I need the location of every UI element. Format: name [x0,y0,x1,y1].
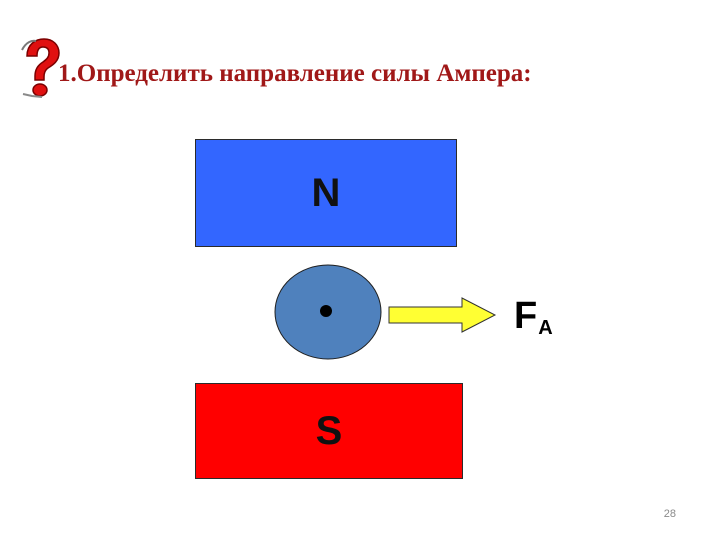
question-mark-icon [21,38,60,98]
force-subscript: A [538,317,553,339]
slide-title: 1.Определить направление силы Ампера: [58,60,532,87]
page-number: 28 [663,508,676,520]
south-pole-label: S [315,408,343,453]
force-symbol: F [514,295,538,337]
force-label: FA [514,295,553,339]
north-magnet-pole: N [195,139,457,247]
current-out-of-page-dot [320,305,332,317]
ampere-force-arrow [388,297,497,333]
south-magnet-pole: S [195,383,463,479]
north-pole-label: N [311,170,341,215]
